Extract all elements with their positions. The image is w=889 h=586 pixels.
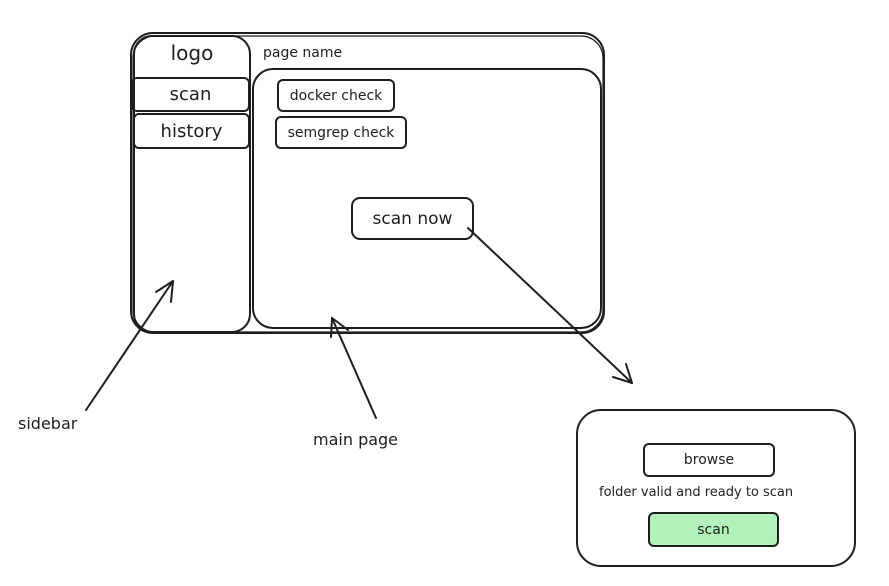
page-name-label: page name	[263, 45, 343, 61]
sidebar-item-history[interactable]: history	[160, 120, 223, 142]
scan-now-arrow	[467, 227, 633, 384]
scan-now-button[interactable]: scan now	[372, 208, 453, 229]
main-page-annotation: main page	[313, 430, 399, 449]
scan-now-box	[351, 197, 474, 240]
scan-button-fill	[648, 512, 779, 547]
semgrep-check-button[interactable]: semgrep check	[287, 124, 395, 141]
sidebar-item-scan[interactable]: scan	[169, 84, 212, 105]
scan-dialog-frame	[576, 409, 856, 567]
semgrep-check-box	[275, 116, 407, 149]
sidebar-panel	[133, 35, 251, 333]
main-page-panel	[252, 68, 602, 329]
docker-check-box	[277, 79, 395, 112]
logo-label: logo	[170, 41, 214, 65]
browse-button[interactable]: browse	[683, 452, 735, 468]
docker-check-button[interactable]: docker check	[289, 87, 383, 104]
sidebar-annotation: sidebar	[18, 414, 78, 433]
main-page-arrow	[331, 317, 377, 419]
browse-box	[643, 443, 775, 477]
scan-button[interactable]: scan	[697, 521, 730, 538]
sidebar-arrow	[85, 280, 174, 411]
sidebar-item-history-box	[133, 113, 250, 149]
sidebar-item-scan-box	[131, 77, 250, 112]
app-window-frame	[130, 32, 605, 334]
folder-status-text: folder valid and ready to scan	[599, 485, 794, 500]
